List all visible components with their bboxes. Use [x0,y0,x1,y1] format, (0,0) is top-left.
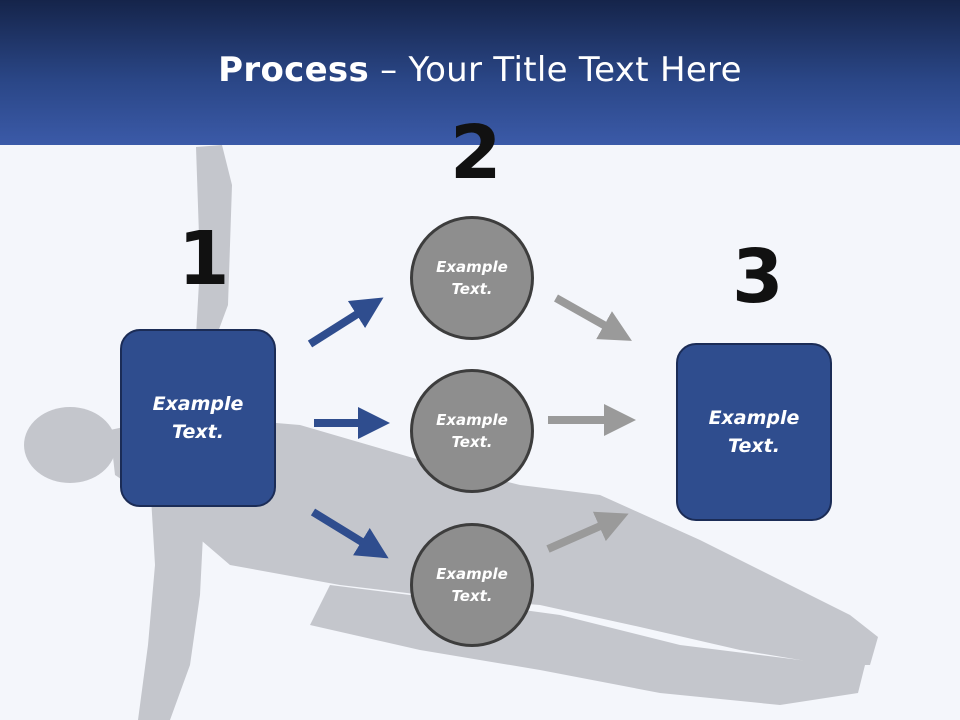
arrow-top-to-3 [554,294,632,341]
step-2-circle-middle: Example Text. [410,369,534,493]
page-title: Process – Your Title Text Here [0,50,960,90]
step-3-box: Example Text. [676,343,832,521]
step-number-3: 3 [732,234,784,320]
step-number-1: 1 [178,216,230,302]
arrow-1-to-bottom [310,508,389,559]
title-rest: – Your Title Text Here [369,50,742,90]
title-bold: Process [218,50,370,90]
step-number-2: 2 [450,110,502,196]
title-bar [0,0,960,145]
step-2-circle-bottom: Example Text. [410,523,534,647]
step-2-circle-top: Example Text. [410,216,534,340]
step-1-box: Example Text. [120,329,276,507]
arrow-1-to-top [307,297,384,348]
arrow-bottom-to-3 [546,511,629,553]
